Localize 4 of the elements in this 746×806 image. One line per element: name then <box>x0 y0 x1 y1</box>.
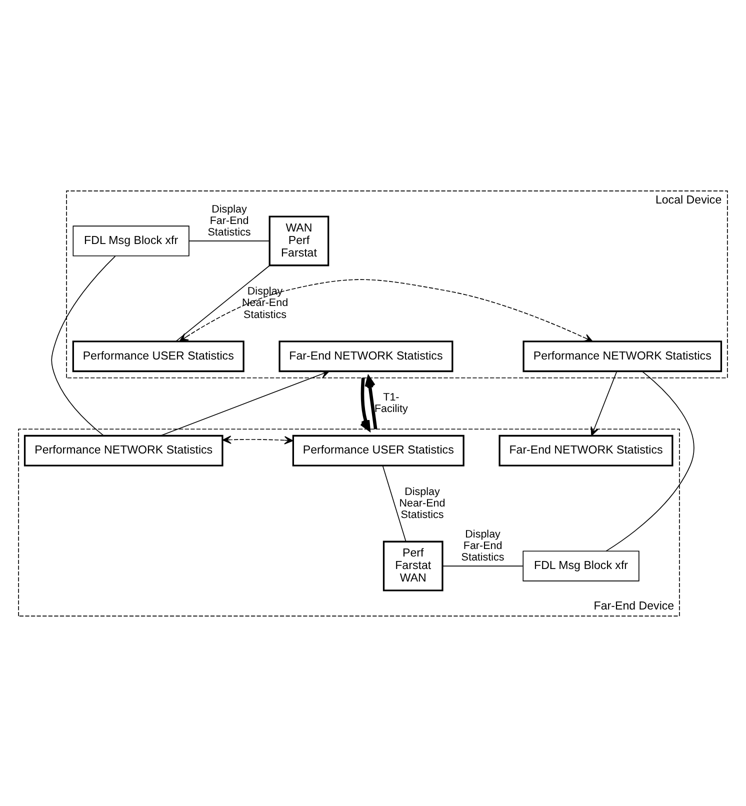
edge-label: Display Far-End Statistics <box>461 528 504 564</box>
edge-label: Display Far-End Statistics <box>208 202 251 238</box>
edge-label: T1- Facility <box>374 391 408 415</box>
edge-label: Display Near-End Statistics <box>399 485 446 520</box>
